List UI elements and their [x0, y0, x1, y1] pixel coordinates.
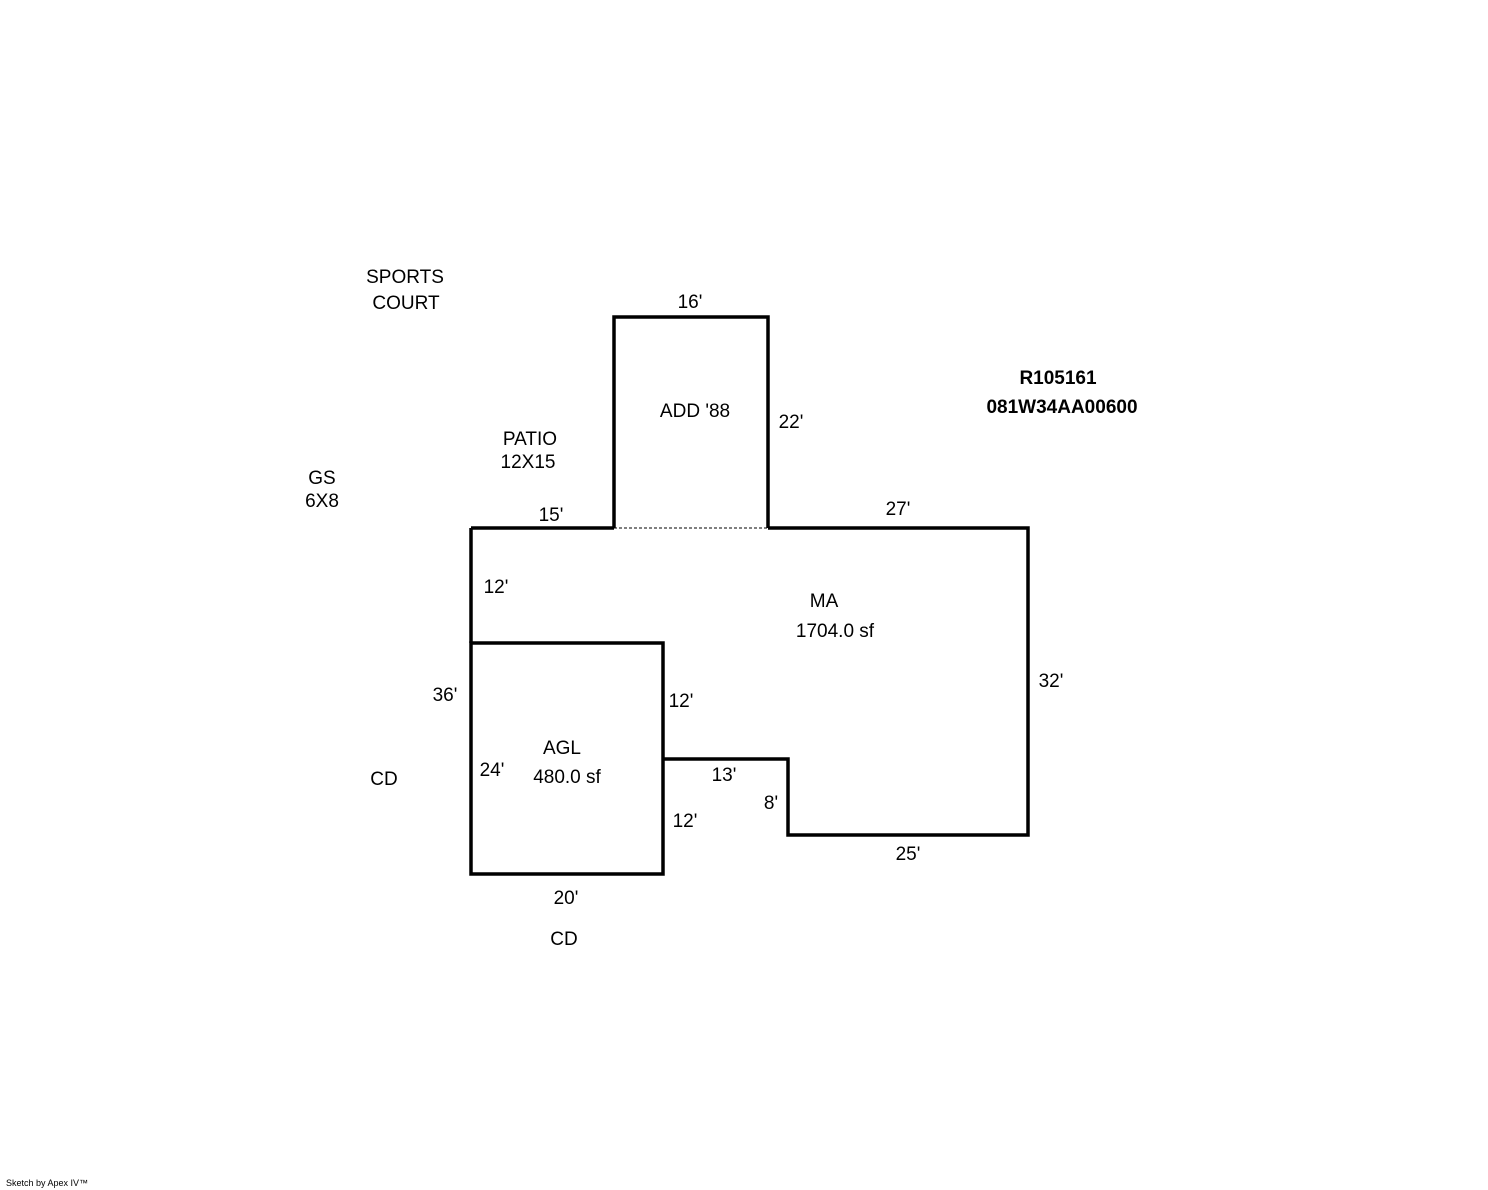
garage-label: AGL	[543, 738, 581, 759]
sports-court-label-line1: SPORTS	[366, 267, 444, 288]
patio-label: PATIO	[503, 429, 557, 450]
dim-left-upper: 12'	[484, 577, 509, 598]
main-area-label: MA	[810, 591, 839, 612]
dim-add-top: 16'	[678, 292, 703, 313]
dim-garage-right-upper: 12'	[669, 691, 694, 712]
patio-size: 12X15	[501, 452, 556, 473]
dim-garage-bottom: 20'	[554, 888, 579, 909]
sketch-credit: Sketch by Apex IV™	[6, 1178, 88, 1188]
dim-notch-side: 8'	[764, 793, 778, 814]
garage-area-size: 480.0 sf	[533, 767, 601, 788]
dim-garage-right-lower: 12'	[673, 811, 698, 832]
dim-notch-top: 13'	[712, 765, 737, 786]
cd-bottom-label: CD	[550, 929, 577, 950]
parcel-id: R105161	[1019, 368, 1097, 389]
addition-outline	[612, 315, 770, 528]
dim-bottom-right: 25'	[896, 844, 921, 865]
addition-label: ADD '88	[660, 401, 730, 422]
dim-right: 32'	[1039, 671, 1064, 692]
parcel-map-number: 081W34AA00600	[986, 397, 1137, 418]
sports-court-label-line2: COURT	[372, 293, 440, 314]
dim-garage-left: 24'	[480, 760, 505, 781]
garage-outline	[469, 641, 665, 876]
gs-size: 6X8	[305, 491, 339, 512]
dim-left-total: 36'	[433, 685, 458, 706]
gs-label: GS	[308, 468, 335, 489]
cd-left-label: CD	[370, 769, 397, 790]
dim-add-right: 22'	[779, 412, 804, 433]
main-area-outline	[469, 526, 1030, 837]
main-area-size: 1704.0 sf	[796, 621, 875, 642]
dim-top-right: 27'	[886, 499, 911, 520]
dim-top-left: 15'	[539, 505, 564, 526]
